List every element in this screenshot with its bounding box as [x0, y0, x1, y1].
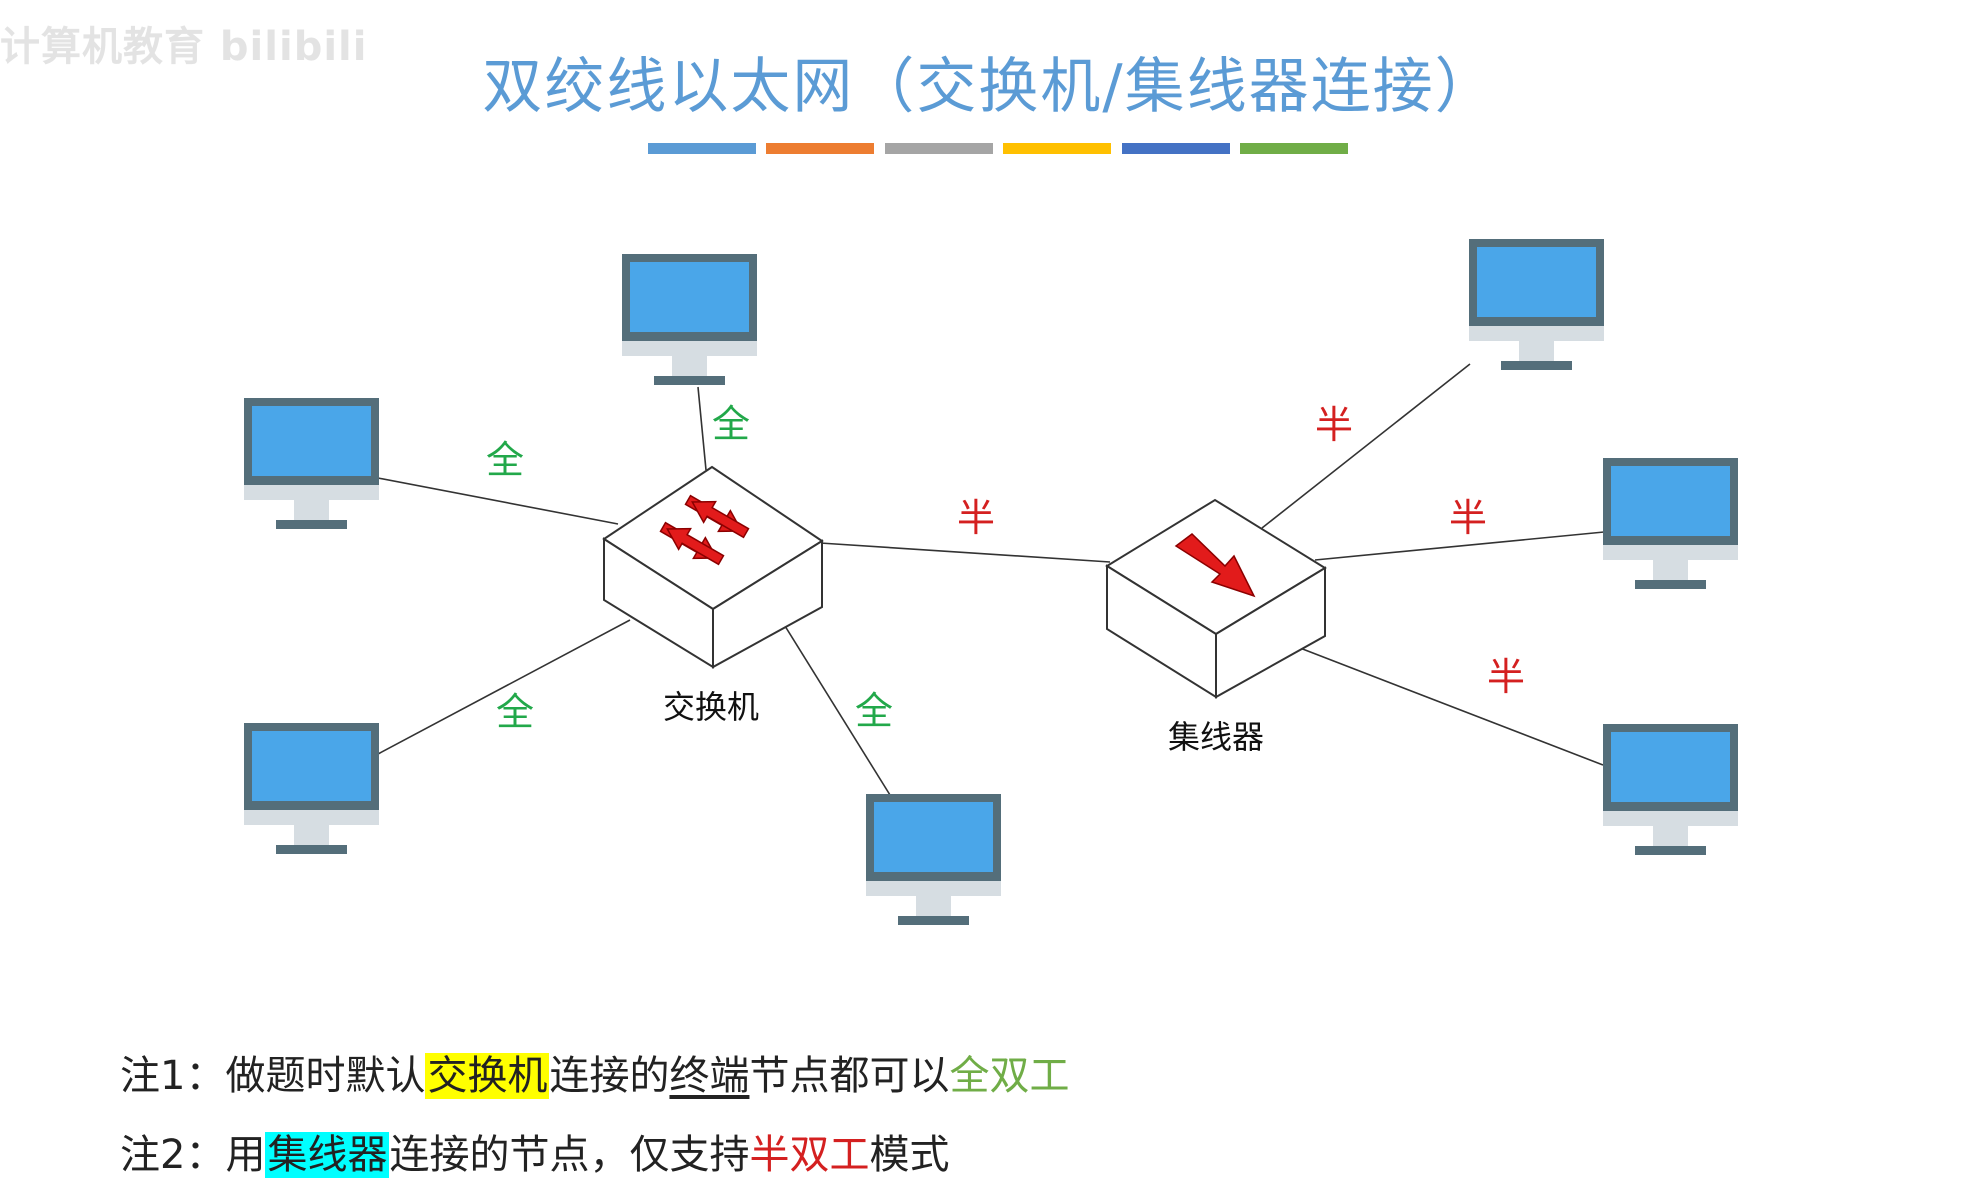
note-2-suffix: 模式 — [869, 1132, 950, 1178]
link-label-full: 全 — [486, 438, 524, 482]
watermark: 计算机教育 bilibili — [0, 24, 368, 70]
note-1-emphasis: 全双工 — [949, 1053, 1070, 1099]
computer-icon — [622, 254, 757, 385]
hub-device — [1105, 498, 1327, 699]
color-bar — [648, 143, 756, 154]
computer-icon — [866, 794, 1001, 925]
computer-icon — [244, 398, 379, 529]
color-bar — [1240, 143, 1348, 154]
note-1-underlined: 终端 — [669, 1053, 750, 1099]
color-bar — [885, 143, 993, 154]
link-line — [377, 619, 631, 755]
link-label-half: 半 — [1315, 403, 1353, 447]
page-title: 双绞线以太网（交换机/集线器连接） — [482, 52, 1497, 122]
note-2-emphasis: 半双工 — [749, 1132, 870, 1178]
link-label-full: 全 — [496, 690, 534, 734]
link-label-half: 半 — [1449, 496, 1487, 540]
computer-icon — [1603, 458, 1738, 589]
note-1: 注1：做题时默认交换机连接的终端节点都可以全双工 — [120, 1043, 1069, 1101]
link-line — [784, 625, 891, 796]
link-label-half: 半 — [957, 496, 995, 540]
link-label-half: 半 — [1487, 655, 1525, 699]
note-1-highlight: 交换机 — [425, 1053, 550, 1099]
color-bar — [766, 143, 874, 154]
hub-label: 集线器 — [1168, 718, 1264, 756]
link-label-full: 全 — [855, 689, 893, 733]
computer-icon — [244, 723, 379, 854]
hub-arrow-icon — [1174, 533, 1256, 598]
note-1-mid: 连接的 — [549, 1053, 670, 1099]
link-line — [1314, 531, 1605, 561]
note-2-highlight: 集线器 — [265, 1132, 390, 1178]
switch-label: 交换机 — [663, 688, 759, 726]
color-bar — [1003, 143, 1111, 154]
switch-device — [602, 465, 824, 669]
color-bar — [1122, 143, 1230, 154]
link-line — [697, 386, 707, 471]
link-label-full: 全 — [712, 402, 750, 446]
link-line — [1299, 647, 1604, 766]
link-line — [819, 542, 1111, 563]
computer-icon — [1469, 239, 1604, 370]
note-2-mid: 连接的节点，仅支持 — [389, 1132, 750, 1178]
link-line — [1261, 363, 1471, 529]
note-1-mid2: 节点都可以 — [749, 1053, 950, 1099]
note-2-prefix: 注2：用 — [120, 1132, 266, 1178]
computer-icon — [1603, 724, 1738, 855]
note-1-prefix: 注1：做题时默认 — [120, 1053, 426, 1099]
note-2: 注2：用集线器连接的节点，仅支持半双工模式 — [120, 1122, 949, 1180]
link-line — [377, 477, 619, 525]
